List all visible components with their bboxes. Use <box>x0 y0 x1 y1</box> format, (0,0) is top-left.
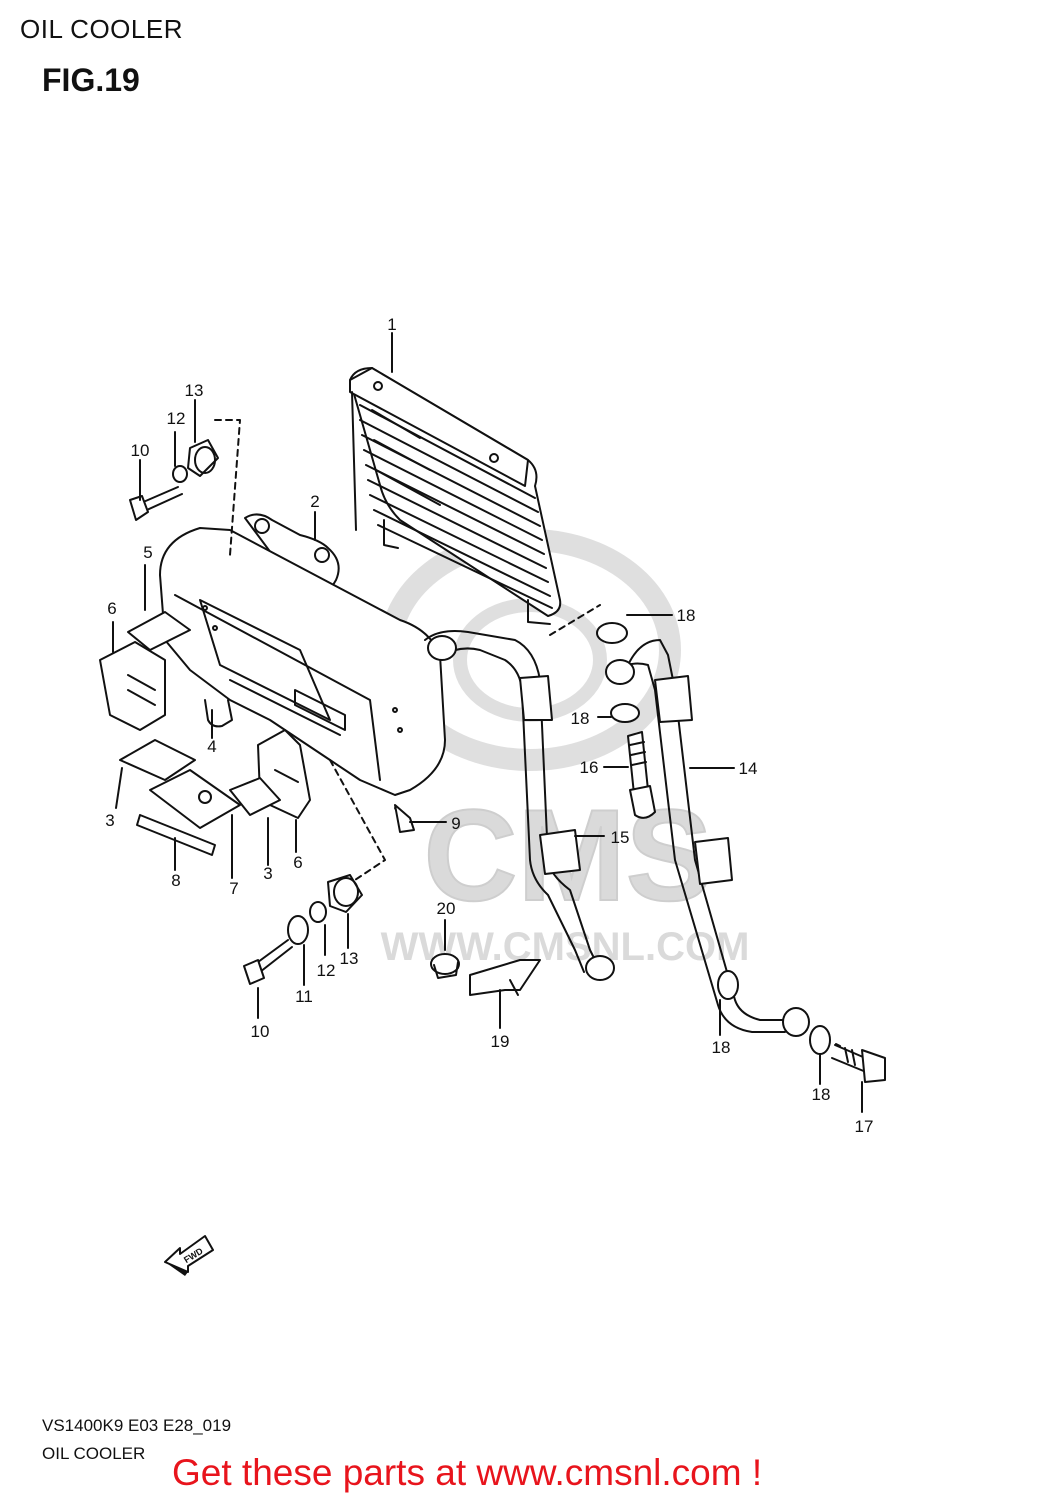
callout-18a: 18 <box>677 606 696 625</box>
washer-lower <box>287 915 309 945</box>
assembly-line-upper <box>214 419 241 556</box>
callout-13b: 13 <box>340 949 359 968</box>
cushion-strip <box>136 814 216 856</box>
callout-19: 19 <box>491 1032 510 1051</box>
union-bolt <box>627 731 656 819</box>
screw <box>394 804 415 833</box>
plate <box>149 769 241 829</box>
callout-13a: 13 <box>185 381 204 400</box>
callout-17: 17 <box>855 1117 874 1136</box>
oil-cooler-core <box>349 367 562 625</box>
callout-3a: 3 <box>105 811 114 830</box>
promo-link-text[interactable]: Get these parts at www.cmsnl.com ! <box>172 1452 763 1493</box>
callout-9: 9 <box>451 814 460 833</box>
oil-hose-inlet <box>605 639 810 1037</box>
callout-12a: 12 <box>167 409 186 428</box>
side-cushion-left <box>99 641 166 731</box>
callout-12b: 12 <box>317 961 336 980</box>
fwd-arrow-icon: FWD <box>164 1235 214 1276</box>
callout-10b: 10 <box>251 1022 270 1041</box>
callout-18b: 18 <box>571 709 590 728</box>
cushion-lower <box>327 874 363 913</box>
callout-16: 16 <box>580 758 599 777</box>
gasket-4 <box>809 1025 831 1055</box>
callout-8: 8 <box>171 871 180 890</box>
assembly-line-lower <box>329 759 386 881</box>
callout-5: 5 <box>143 543 152 562</box>
page-title: OIL COOLER <box>20 14 183 44</box>
bolt-lower <box>243 939 293 985</box>
cushion-upper <box>187 439 219 477</box>
callout-18d: 18 <box>812 1085 831 1104</box>
collar-lower <box>309 901 327 923</box>
callout-20: 20 <box>437 899 456 918</box>
callout-6b: 6 <box>293 853 302 872</box>
callout-2: 2 <box>310 492 319 511</box>
callout-6a: 6 <box>107 599 116 618</box>
callout-10a: 10 <box>131 441 150 460</box>
gasket-2 <box>610 703 640 723</box>
callout-18c: 18 <box>712 1038 731 1057</box>
callout-11: 11 <box>295 987 313 1006</box>
callout-labels: 1 2 3 3 4 5 6 6 7 8 9 10 10 11 12 12 13 … <box>105 315 873 1136</box>
model-code: VS1400K9 E03 E28_019 <box>42 1416 232 1435</box>
assembly-line-core <box>549 604 601 636</box>
cushion-pad-lower-right <box>229 777 281 816</box>
hose-clamp <box>469 959 541 996</box>
cushion-pad-upper <box>127 611 191 651</box>
cover-post <box>204 699 233 728</box>
callout-7: 7 <box>229 879 238 898</box>
callout-15: 15 <box>611 828 630 847</box>
callout-3b: 3 <box>263 864 272 883</box>
gasket-1 <box>596 622 628 644</box>
bolt-upper <box>129 486 183 521</box>
oil-hose-outlet <box>424 630 615 981</box>
callout-14: 14 <box>739 759 758 778</box>
gasket-3 <box>717 970 739 1000</box>
drain-bolt <box>831 1043 886 1083</box>
callout-1: 1 <box>387 315 396 334</box>
mounting-bracket <box>244 513 340 594</box>
collar-upper <box>172 465 188 483</box>
section-title: OIL COOLER <box>42 1444 146 1463</box>
clamp-grommet <box>430 953 460 979</box>
figure-label: FIG.19 <box>42 62 140 98</box>
cushion-pad-lower-left <box>119 739 196 781</box>
callout-4: 4 <box>207 737 216 756</box>
